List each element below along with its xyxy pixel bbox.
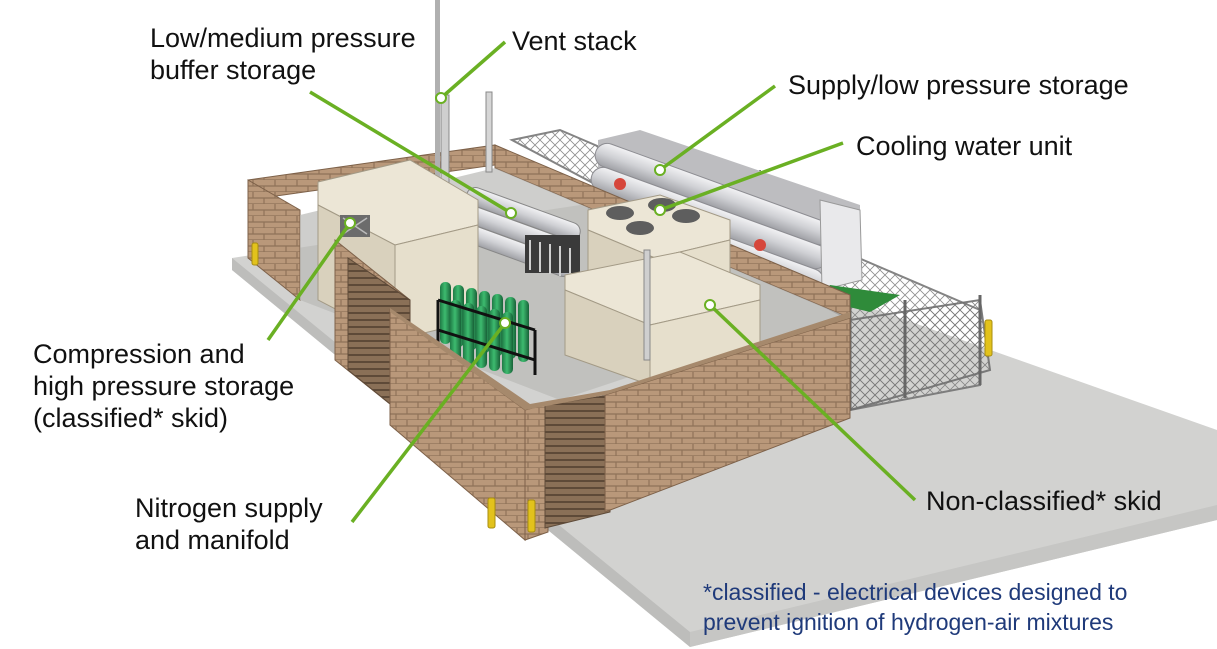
classified-footnote: *classified - electrical devices designe…	[703, 577, 1127, 637]
buffer-storage-label-line1: Low/medium pressure	[150, 23, 416, 53]
nitrogen-cylinders	[436, 282, 537, 375]
vent-stack-label: Vent stack	[512, 26, 637, 56]
front-brick-walls	[334, 238, 851, 542]
leader-dots	[344, 92, 716, 329]
non-classified-label: Non-classified* skid	[926, 486, 1162, 516]
nitrogen-label-line1: Nitrogen supply	[135, 493, 323, 523]
leader-lines	[266, 40, 917, 524]
supply-storage-label: Supply/low pressure storage	[788, 70, 1129, 100]
compression-label-line1: Compression and	[33, 339, 245, 369]
compression-label: Compression and high pressure storage (c…	[33, 338, 294, 434]
nitrogen-label-line2: and manifold	[135, 525, 290, 555]
buffer-storage-label-line2: buffer storage	[150, 55, 317, 85]
buffer-storage-label: Low/medium pressure buffer storage	[150, 22, 416, 86]
footnote-line1: *classified - electrical devices designe…	[703, 579, 1128, 605]
footnote-line2: prevent ignition of hydrogen-air mixture…	[703, 609, 1114, 635]
nitrogen-label: Nitrogen supply and manifold	[135, 492, 323, 556]
compression-label-line2: high pressure storage	[33, 371, 295, 401]
compression-label-line3: (classified* skid)	[33, 403, 229, 433]
buffer-storage-tubes	[457, 187, 581, 278]
bollards	[251, 242, 993, 533]
cooling-water-label: Cooling water unit	[856, 131, 1073, 161]
